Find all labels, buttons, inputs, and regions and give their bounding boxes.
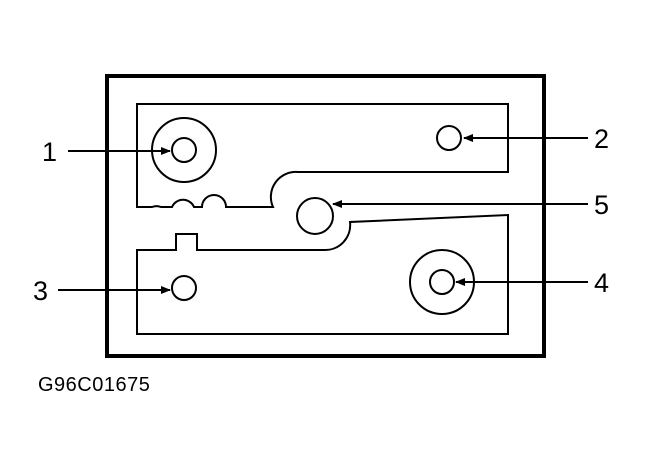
relay-housing-outline bbox=[105, 74, 546, 358]
callout-5-label: 5 bbox=[594, 190, 609, 220]
terminal-3 bbox=[171, 275, 197, 301]
lower-terminal-plate bbox=[136, 213, 509, 335]
figure-id: G96C01675 bbox=[38, 374, 151, 396]
upper-terminal-plate bbox=[136, 103, 509, 208]
terminal-5 bbox=[296, 197, 334, 235]
terminal-4 bbox=[409, 249, 475, 315]
callout-2-label: 2 bbox=[594, 124, 609, 154]
terminal-1-hole bbox=[171, 137, 197, 163]
terminal-4-hole bbox=[429, 269, 455, 295]
callout-1-label: 1 bbox=[42, 137, 57, 167]
terminal-2 bbox=[436, 125, 462, 151]
callout-3-label: 3 bbox=[33, 276, 48, 306]
callout-4-label: 4 bbox=[594, 268, 609, 298]
